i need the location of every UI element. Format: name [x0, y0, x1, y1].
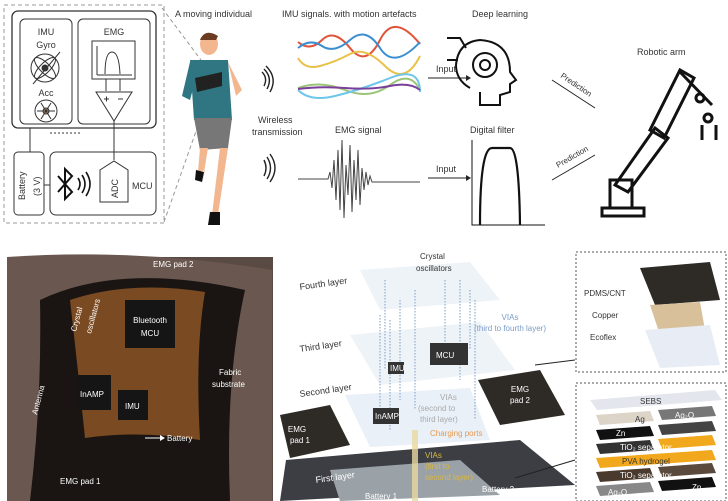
imu-signal-traces — [297, 26, 421, 99]
sebs-label: SEBS — [640, 397, 661, 406]
vias-23-desc-2: third layer) — [420, 415, 458, 424]
photo-mcu-label: MCU — [141, 329, 159, 338]
ecoflex-label: Ecoflex — [590, 333, 616, 342]
exploded-layer-view: Fourth layer Third layer Second layer Fi… — [280, 252, 576, 501]
bluetooth-mcu-chip — [125, 300, 175, 348]
prediction-arrow-1 — [551, 79, 596, 109]
tio2-separator-label: TiO₂ separator — [620, 443, 672, 452]
photo-substrate-label: substrate — [212, 380, 245, 389]
exploded-mcu-label: MCU — [436, 351, 454, 360]
vias-12-label: VIAs — [425, 451, 442, 460]
prediction-label-2: Prediction — [555, 144, 590, 170]
inamp-chip — [78, 375, 111, 410]
wireless-waves-bottom-icon — [263, 153, 276, 183]
robotic-arm-icon — [600, 67, 718, 218]
zn-label: Zn — [616, 429, 625, 438]
ai-head-gear-icon — [447, 37, 518, 106]
imu-chip — [388, 362, 404, 374]
amplifier-icon — [95, 79, 133, 160]
vias-23-label: VIAs — [440, 393, 457, 402]
wearable-device — [195, 72, 222, 92]
adc-box — [99, 160, 129, 203]
photo-imu-label: IMU — [125, 402, 140, 411]
third-layer-label: Third layer — [299, 338, 342, 354]
electrode-detail-box: PDMS/CNT Copper Ecoflex — [575, 251, 727, 373]
emg-pad-2 — [478, 370, 565, 425]
ag2o-label: Ag₂O — [675, 411, 694, 420]
bandpass-icon — [91, 40, 136, 80]
transmission-label: transmission — [252, 127, 303, 137]
photo-emg-pad-1-label: EMG pad 1 — [60, 477, 101, 486]
exploded-inamp-label: InAMP — [375, 412, 399, 421]
gyro-label: Gyro — [36, 40, 56, 50]
photo-battery-label: Battery — [167, 434, 192, 443]
copper-label: Copper — [592, 311, 619, 320]
input-label-2: Input — [436, 164, 457, 174]
zoom-dashed-box — [3, 4, 165, 224]
photo-fabric-label: Fabric — [219, 368, 241, 377]
digital-filter-label: Digital filter — [470, 125, 515, 135]
imu-box — [19, 18, 73, 125]
photo-inamp-label: InAMP — [80, 390, 104, 399]
battery-2-label: Battery 2 — [482, 485, 515, 494]
emg-pad-1 — [280, 405, 350, 458]
imu-label: IMU — [38, 27, 55, 37]
input-label-1: Input — [436, 64, 457, 74]
ag-label: Ag — [635, 415, 645, 424]
imu-signals-label: IMU signals. with motion artefacts — [282, 9, 417, 19]
ag2o-label-2: Ag₂O — [608, 488, 627, 497]
filter-response-plot — [471, 140, 545, 226]
wireless-label: Wireless — [258, 115, 293, 125]
prediction-label-1: Prediction — [559, 71, 594, 98]
photo-bluetooth-label: Bluetooth — [133, 316, 167, 325]
adc-label: ADC — [110, 178, 120, 198]
mcu-chip — [430, 343, 468, 365]
pad2-label: EMG — [511, 385, 529, 394]
acc-label: Acc — [38, 88, 54, 98]
prediction-arrow-2 — [551, 154, 596, 181]
pad2-label-2: pad 2 — [510, 396, 531, 405]
vias-34-label: VIAs — [502, 313, 519, 322]
vias-34-desc: (third to fourth layer) — [474, 324, 546, 333]
mcu-box — [49, 151, 157, 216]
battery-voltage: (3 V) — [32, 176, 42, 196]
deep-learning-label: Deep learning — [472, 9, 528, 19]
emg-label: EMG — [104, 27, 125, 37]
device-block-diagram: IMU Gyro Acc EMG Battery (3 V) — [3, 4, 165, 224]
exploded-imu-label: IMU — [390, 364, 405, 373]
imu-chip — [118, 390, 148, 420]
fourth-layer-label: Fourth layer — [299, 275, 348, 292]
vias-23-desc-1: (second to — [418, 404, 456, 413]
second-layer-label: Second layer — [299, 382, 352, 399]
bluetooth-icon — [57, 166, 74, 202]
accelerometer-icon — [34, 99, 58, 123]
battery-1-label: Battery 1 — [365, 492, 398, 501]
device-photo: EMG pad 2 Crystal oscillators Bluetooth … — [7, 254, 273, 501]
inamp-chip — [373, 408, 399, 424]
pva-hydrogel-label: PVA hydrogel — [622, 457, 670, 466]
battery-label: Battery — [17, 171, 27, 200]
pad1-label-2: pad 1 — [290, 436, 311, 445]
robotic-arm-label: Robotic arm — [637, 47, 686, 57]
vias-12-desc-2: second layer) — [425, 473, 473, 482]
tio2-separator-label-2: TiO₂ separator — [620, 471, 672, 480]
emg-signal-trace — [298, 139, 420, 219]
moving-individual-label: A moving individual — [175, 9, 252, 19]
zn-label-2: Zn — [692, 483, 701, 492]
battery-box — [13, 151, 45, 216]
oscillators-label: oscillators — [416, 264, 452, 273]
wireless-waves-top-icon — [261, 65, 274, 93]
running-person-illustration — [182, 32, 242, 225]
photo-emg-pad-2-label: EMG pad 2 — [153, 260, 194, 269]
pad1-label: EMG — [288, 425, 306, 434]
charging-ports-label: Charging ports — [430, 429, 482, 438]
battery-stack-box: SEBS Ag Ag₂O Zn TiO₂ separator PVA hydro… — [575, 382, 727, 501]
pdms-cnt-label: PDMS/CNT — [584, 289, 626, 298]
crystal-label: Crystal — [420, 252, 445, 261]
gyroscope-icon — [30, 51, 61, 85]
mcu-label: MCU — [132, 181, 153, 191]
emg-signal-label: EMG signal — [335, 125, 382, 135]
wireless-waves-icon — [77, 171, 91, 197]
vias-12-desc-1: (first to — [425, 462, 450, 471]
